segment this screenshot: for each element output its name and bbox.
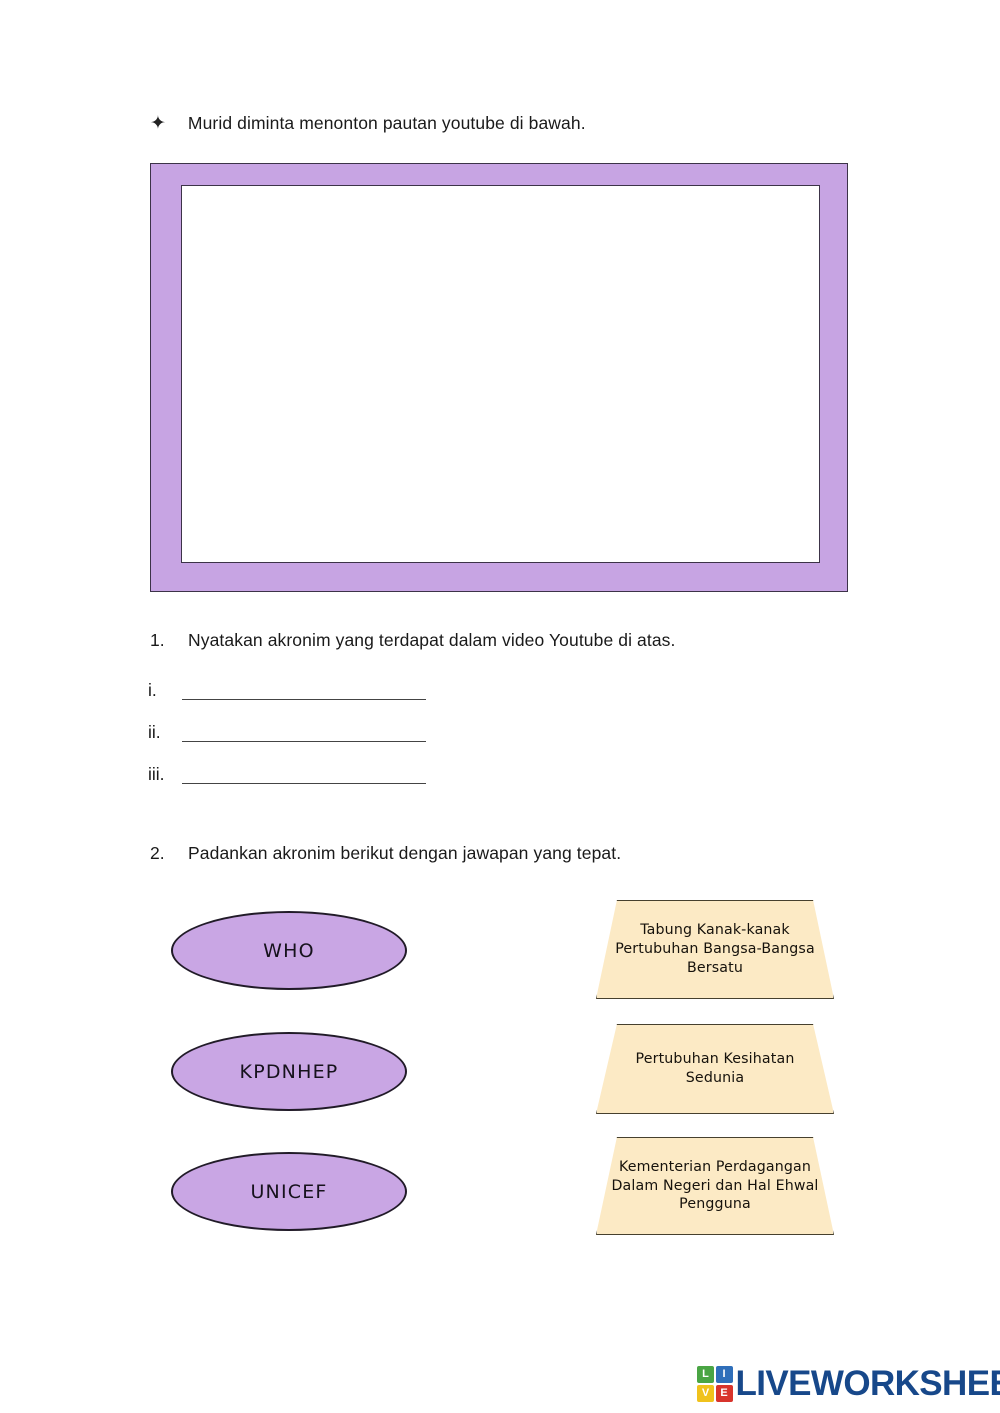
question-1-number: 1.	[150, 630, 165, 650]
answer-marker-i: i.	[148, 680, 157, 700]
answer-marker-iii: iii.	[148, 764, 165, 784]
definition-trapezoid-kpdnhep[interactable]: Kementerian Perdagangan Dalam Negeri dan…	[596, 1137, 834, 1235]
acronym-label: UNICEF	[250, 1180, 328, 1203]
answer-marker-ii: ii.	[148, 722, 161, 742]
logo-tile-e: E	[715, 1384, 733, 1402]
instruction-line: ✦ Murid diminta menonton pautan youtube …	[150, 113, 586, 134]
question-2-text: Padankan akronim berikut dengan jawapan …	[188, 843, 622, 863]
definition-trapezoid-unicef[interactable]: Tabung Kanak-kanak Pertubuhan Bangsa-Ban…	[596, 900, 834, 999]
acronym-ellipse-who[interactable]: WHO	[171, 911, 407, 990]
definition-text: Tabung Kanak-kanak Pertubuhan Bangsa-Ban…	[615, 922, 815, 976]
liveworksheets-logo-mark-icon: L I V E	[697, 1366, 733, 1402]
definition-trapezoid-who[interactable]: Pertubuhan Kesihatan Sedunia	[596, 1024, 834, 1114]
answer-line-i[interactable]: i.	[148, 680, 426, 700]
logo-tile-l: L	[697, 1366, 714, 1383]
acronym-ellipse-kpdnhep[interactable]: KPDNHEP	[171, 1032, 407, 1111]
logo-tile-i: I	[715, 1366, 733, 1383]
question-2-number: 2.	[150, 843, 165, 863]
acronym-label: KPDNHEP	[239, 1060, 339, 1083]
definition-text: Pertubuhan Kesihatan Sedunia	[635, 1051, 795, 1086]
answer-line-iii[interactable]: iii.	[148, 764, 426, 784]
definition-text: Kementerian Perdagangan Dalam Negeri dan…	[611, 1158, 819, 1213]
acronym-ellipse-unicef[interactable]: UNICEF	[171, 1152, 407, 1231]
four-point-star-bullet-icon: ✦	[150, 113, 166, 134]
liveworksheets-wordmark: LIVEWORKSHEETS	[735, 1364, 1000, 1404]
youtube-video-frame[interactable]	[150, 163, 848, 592]
question-2: 2. Padankan akronim berikut dengan jawap…	[150, 843, 621, 864]
question-1: 1. Nyatakan akronim yang terdapat dalam …	[150, 630, 675, 651]
question-1-text: Nyatakan akronim yang terdapat dalam vid…	[188, 630, 676, 650]
logo-tile-v: V	[697, 1384, 714, 1402]
acronym-label: WHO	[263, 939, 315, 962]
answer-rule-ii[interactable]	[182, 740, 426, 742]
instruction-text: Murid diminta menonton pautan youtube di…	[187, 113, 586, 133]
answer-rule-iii[interactable]	[182, 782, 426, 784]
youtube-video-inner-area[interactable]	[181, 185, 820, 563]
answer-rule-i[interactable]	[182, 698, 426, 700]
answer-line-ii[interactable]: ii.	[148, 722, 426, 742]
liveworksheets-logo[interactable]: L I V E LIVEWORKSHEETS	[697, 1366, 1000, 1402]
